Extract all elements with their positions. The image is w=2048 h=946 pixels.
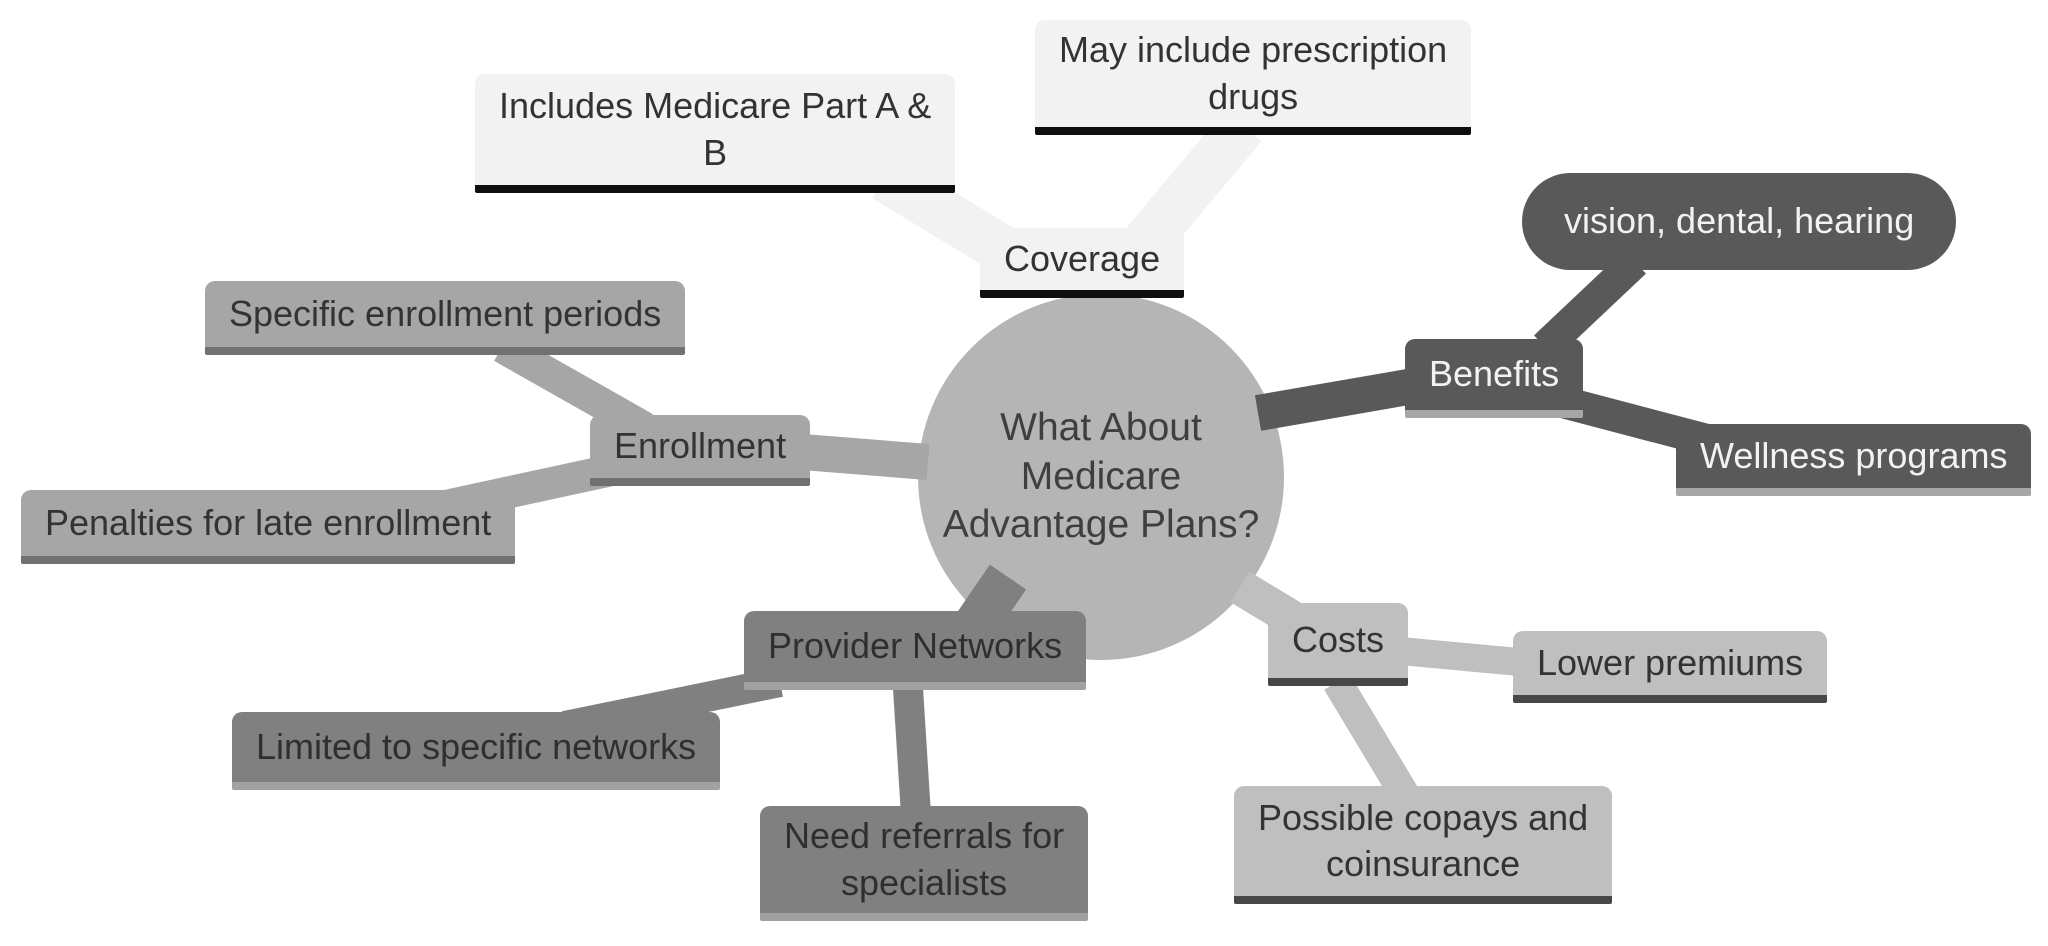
node-wellness-programs: Wellness programs [1676,424,2032,496]
node-coverage: Coverage [980,228,1185,298]
edge-provider-referrals [893,687,931,816]
edge-root-enrollment [788,433,930,480]
node-includes-medicare-part-a-b: Includes Medicare Part A & B [475,74,956,193]
node-limited-to-specific-networks: Limited to specific networks [232,712,721,790]
node-provider-networks: Provider Networks [744,611,1087,690]
edge-benefits-vision [1534,250,1646,359]
node-vision-dental-hearing: vision, dental, hearing [1522,173,1957,270]
node-may-include-prescription-drugs: May include prescription drugs [1035,20,1472,135]
node-possible-copays-coinsurance: Possible copays and coinsurance [1234,786,1613,904]
node-benefits: Benefits [1405,339,1584,418]
edge-costs-copays [1324,674,1421,808]
edge-costs-lower-premiums [1388,636,1532,677]
node-enrollment: Enrollment [590,415,811,486]
node-need-referrals-for-specialists: Need referrals for specialists [760,806,1089,921]
root-node-label: What About Medicare Advantage Plans? [942,405,1260,547]
node-costs: Costs [1268,603,1409,686]
node-lower-premiums: Lower premiums [1513,631,1828,703]
edge-enrollment-specific-periods [494,333,653,442]
node-penalties-late-enrollment: Penalties for late enrollment [21,490,516,564]
node-specific-enrollment-periods: Specific enrollment periods [205,281,686,355]
